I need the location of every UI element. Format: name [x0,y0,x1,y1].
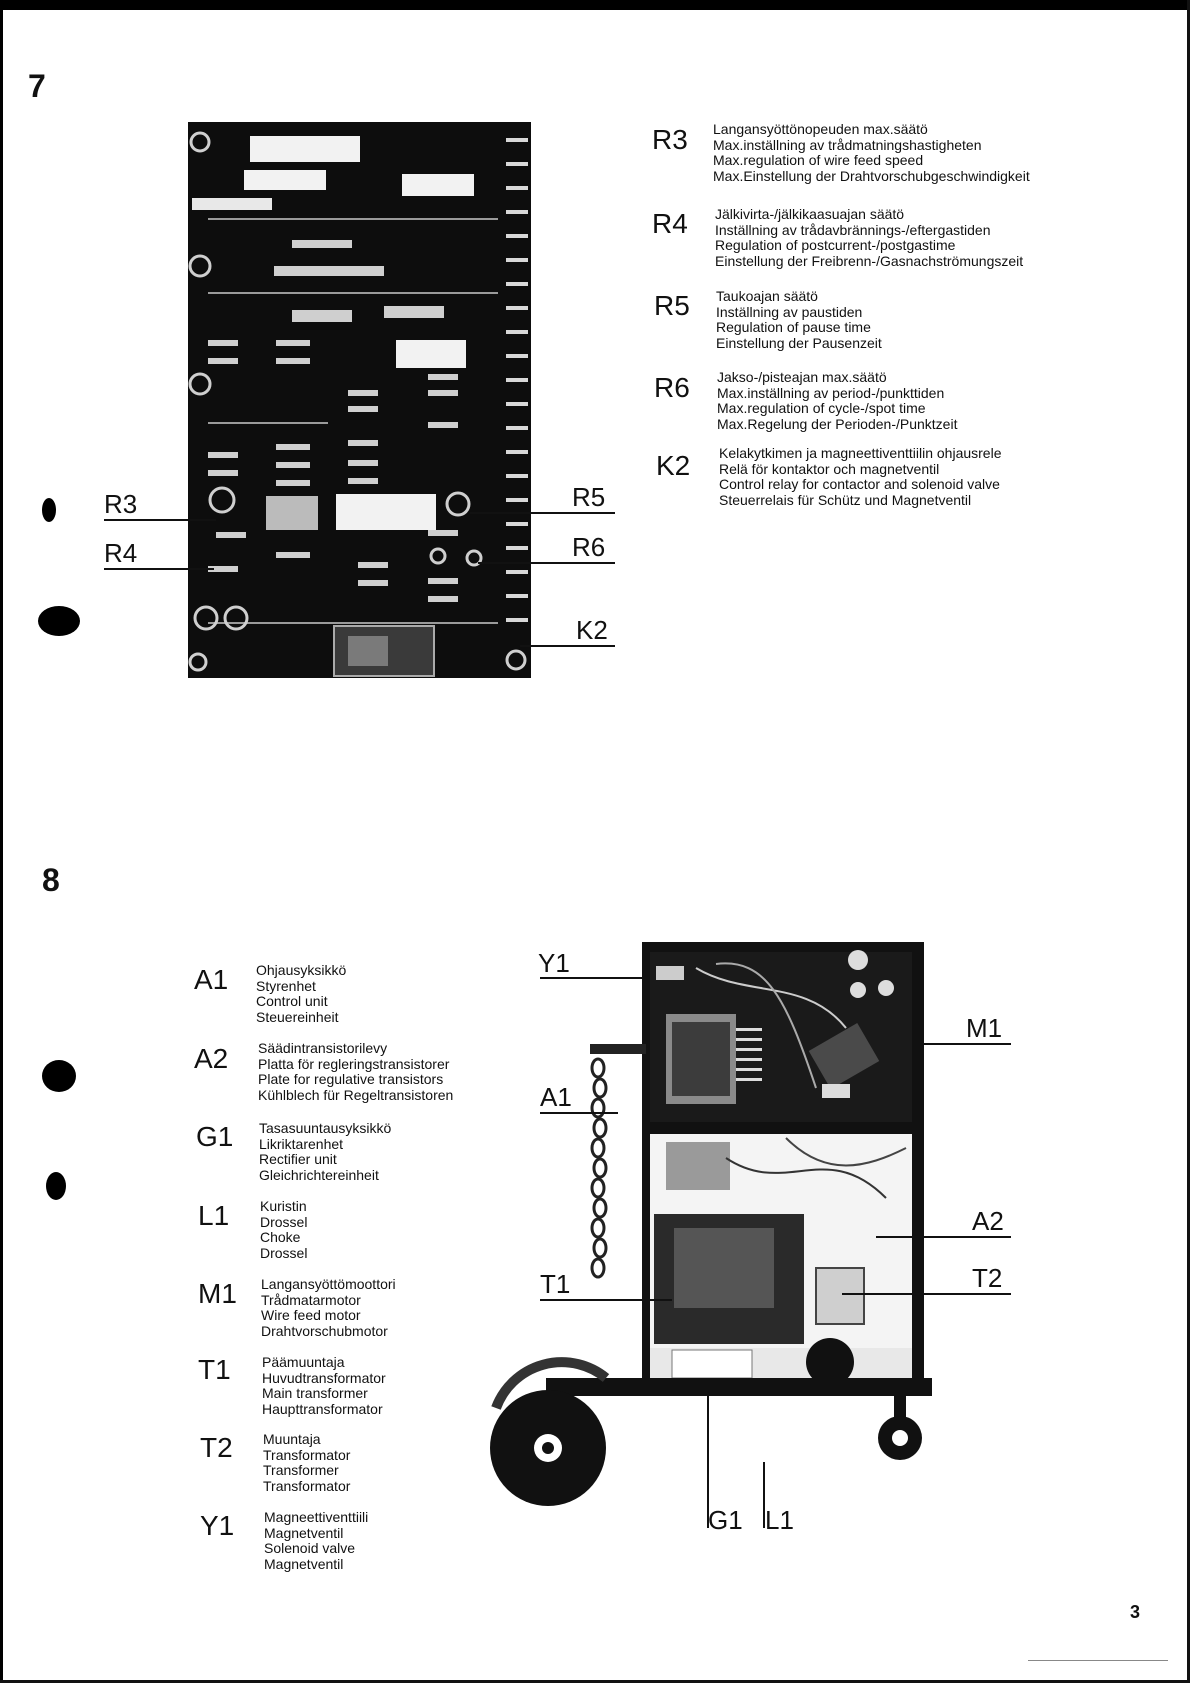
callout-line-r4 [104,568,214,570]
callout-line-a2 [876,1236,1011,1238]
legend-code-r6: R6 [654,372,690,403]
callout-l1: L1 [765,1505,794,1535]
legend-code-r4: R4 [652,208,688,239]
callout-line-t1 [540,1299,672,1301]
legend-code-a2: A2 [194,1043,229,1074]
figure-number: 7 [28,68,46,104]
figure-number: 8 [42,862,60,898]
callout-line-r6 [478,562,615,564]
callout-line-k2 [520,645,615,647]
legend-code-l1: L1 [198,1200,230,1231]
punch-hole [42,1060,76,1092]
legend-code-r3: R3 [652,124,688,155]
callout-line-r3 [104,519,216,521]
legend-code-a1: A1 [194,964,229,995]
callout-t2: T2 [972,1263,1003,1293]
page-number: 3 [1130,1602,1141,1622]
callout-m1: M1 [966,1013,1003,1043]
legend-desc-k2: Kelakytkimen ja magneettiventtiilin ohja… [719,445,1002,508]
callout-g1: G1 [708,1505,743,1535]
punch-hole [46,1172,66,1200]
callout-a1: A1 [540,1082,572,1112]
callout-line-l1 [763,1462,765,1528]
punch-hole [42,498,56,522]
callout-r6: R6 [572,532,606,562]
scan-right-border [1187,0,1190,1683]
welding-machine-photo [490,942,932,1506]
legend-code-y1: Y1 [200,1510,235,1541]
callout-t1: T1 [540,1269,571,1299]
scan-top-border [0,0,1190,10]
legend-code-g1: G1 [196,1121,234,1152]
legend-code-m1: M1 [198,1278,237,1309]
callout-k2: K2 [576,615,608,645]
legend-code-k2: K2 [656,450,691,481]
callout-y1: Y1 [538,948,570,978]
legend-code-t1: T1 [198,1354,231,1385]
punch-hole [38,606,80,636]
legend-code-r5: R5 [654,290,690,321]
callout-r3: R3 [104,489,138,519]
callout-r4: R4 [104,538,138,568]
legend-code-t2: T2 [200,1432,233,1463]
callout-line-t2 [842,1293,1011,1295]
callout-line-r5 [470,512,615,514]
callout-line-a1 [540,1112,618,1114]
callout-line-y1 [540,977,648,979]
scan-bottom-border [0,1680,1190,1683]
callout-a2: A2 [972,1206,1004,1236]
callout-r5: R5 [572,482,606,512]
callout-line-g1 [707,1380,709,1528]
callout-line-m1 [916,1043,1011,1045]
circuit-board-photo [188,122,531,678]
footer-rule [1028,1660,1168,1661]
scan-left-border [0,0,3,1683]
